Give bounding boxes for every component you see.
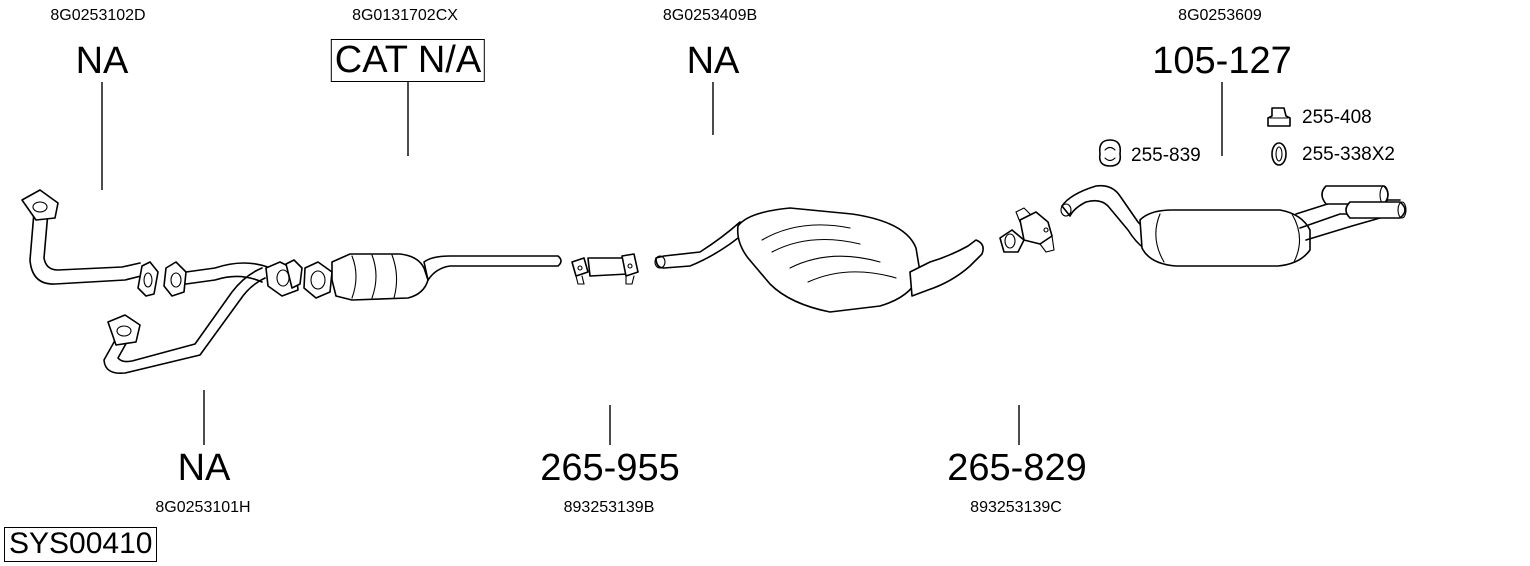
oem-rear-silencer: 8G0253609 — [1178, 7, 1262, 24]
catalytic-converter — [303, 253, 562, 301]
rubber-mount-icon — [1267, 107, 1291, 127]
accessory-255-839: 255-839 — [1131, 145, 1201, 166]
center-silencer — [654, 207, 984, 313]
accessory-255-338x2: 255-338X2 — [1302, 144, 1395, 165]
oem-center-silencer: 8G0253409B — [662, 7, 758, 24]
oval-ring-icon — [1271, 142, 1287, 166]
oem-front-pipe-left: 8G0253101H — [155, 499, 251, 516]
front-pipe-left — [103, 261, 271, 375]
ref-front-pipe-left: NA — [177, 447, 231, 489]
rear-silencer — [1060, 184, 1407, 267]
accessory-255-408: 255-408 — [1302, 107, 1372, 128]
ref-front-pipe-right: NA — [75, 40, 129, 82]
oem-clamp-1: 893253139B — [563, 499, 655, 516]
ref-rear-silencer: 105-127 — [1152, 40, 1292, 82]
ref-center-silencer: NA — [686, 40, 740, 82]
clamp-265-955 — [571, 253, 639, 285]
system-code: SYS00410 — [4, 527, 158, 562]
hanger-ring-icon — [1098, 139, 1122, 167]
ref-clamp-2: 265-829 — [947, 447, 1087, 489]
oem-front-pipe-right: 8G0253102D — [50, 7, 146, 24]
ref-clamp-1: 265-955 — [540, 447, 680, 489]
oem-catalyst: 8G0131702CX — [352, 7, 458, 24]
ref-catalyst: CAT N/A — [330, 39, 486, 82]
clamp-265-829 — [999, 207, 1055, 253]
front-pipe-right — [21, 189, 159, 297]
oem-clamp-2: 893253139C — [970, 499, 1062, 516]
y-junction — [265, 259, 303, 297]
